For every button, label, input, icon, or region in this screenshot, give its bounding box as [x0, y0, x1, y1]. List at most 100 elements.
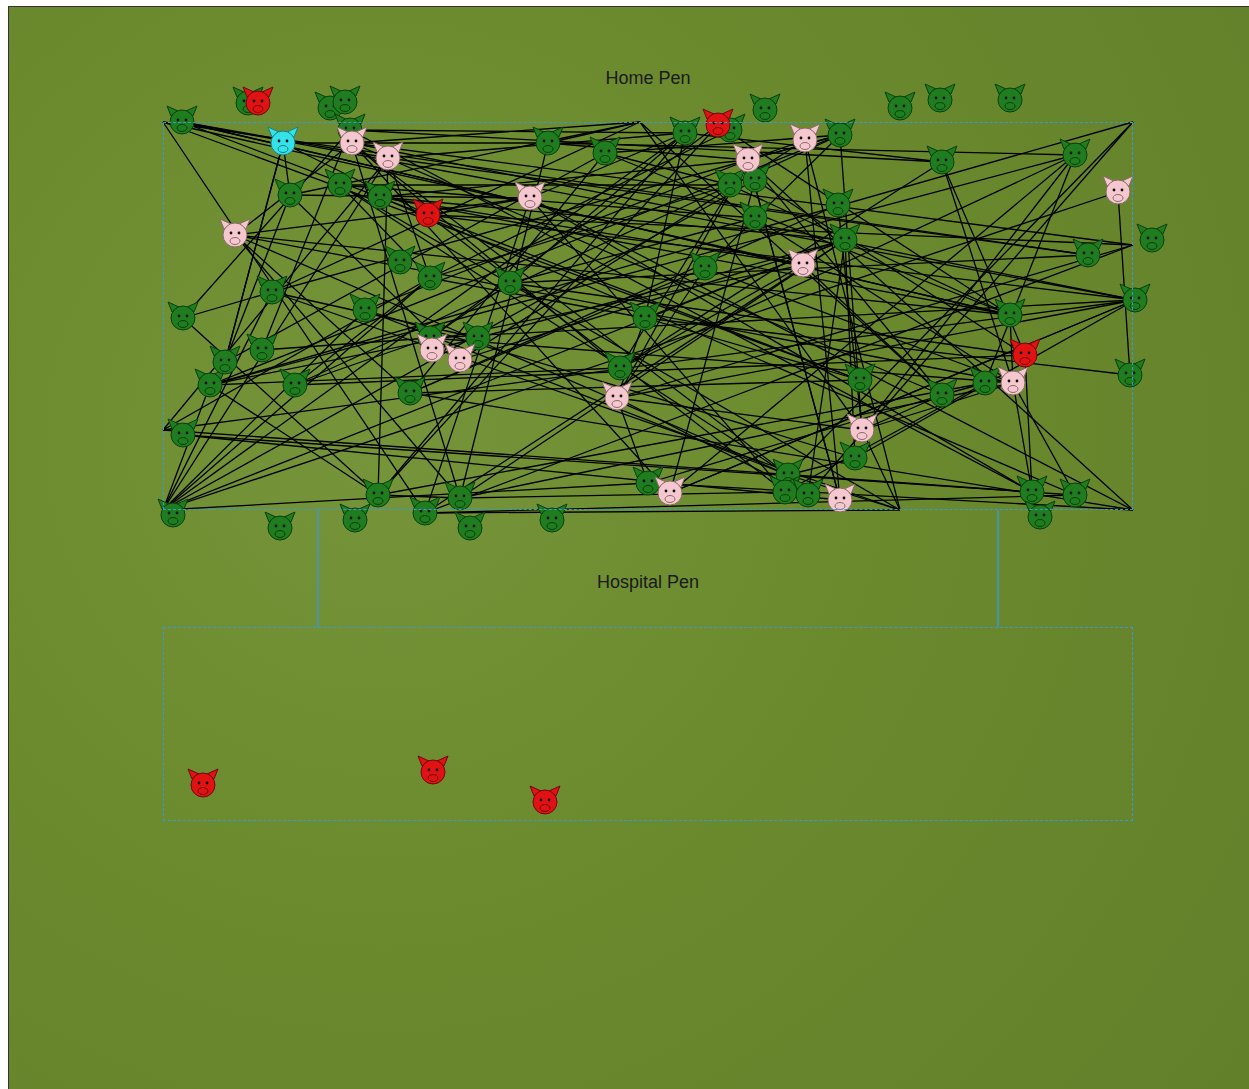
pig-head	[743, 206, 767, 230]
contact-line	[862, 395, 942, 430]
pig-eye	[643, 480, 646, 483]
corridor-wall	[997, 510, 999, 627]
healthy-pig	[340, 504, 370, 532]
healthy-pig	[415, 262, 445, 290]
pig-eye	[348, 99, 351, 102]
pig-snout	[335, 188, 345, 195]
contact-line	[670, 300, 1135, 493]
pig-snout	[1130, 303, 1140, 310]
pink-pig	[998, 367, 1028, 395]
pig-eye	[725, 182, 728, 185]
pig-eye	[358, 517, 361, 520]
healthy-pig	[363, 479, 393, 507]
pig-snout	[1147, 243, 1157, 250]
pig-eye	[935, 97, 938, 100]
pig-snout	[803, 498, 813, 505]
contact-line	[510, 283, 1025, 355]
pig-eye	[425, 335, 428, 338]
pig-head	[796, 483, 820, 507]
pig-snout	[855, 383, 865, 390]
pig-eye	[548, 799, 551, 802]
pig-snout	[725, 188, 735, 195]
pig-snout	[455, 363, 465, 370]
contact-line	[352, 143, 1133, 245]
corridor-wall	[317, 510, 319, 627]
contact-line	[460, 492, 785, 498]
pig-snout	[835, 138, 845, 145]
pink-pig	[417, 334, 447, 362]
healthy-pig	[1137, 224, 1167, 252]
pig-eye	[1005, 312, 1008, 315]
pig-eye	[186, 315, 189, 318]
pig-head	[736, 148, 760, 172]
pig-snout	[373, 498, 383, 505]
contact-line	[235, 235, 460, 498]
pig-eye	[265, 347, 268, 350]
pig-eye	[945, 159, 948, 162]
healthy-pig	[750, 94, 780, 122]
pig-snout	[713, 128, 723, 135]
healthy-pig	[630, 302, 660, 330]
pig-eye	[238, 232, 241, 235]
pig-eye	[383, 194, 386, 197]
pen-region: Home Pen	[163, 122, 1133, 510]
pig-head	[1063, 143, 1087, 167]
contact-line	[380, 197, 803, 265]
pig-eye	[1091, 252, 1094, 255]
pig-head	[376, 146, 400, 170]
pig-eye	[391, 155, 394, 158]
healthy-pig	[385, 246, 415, 274]
pig-head	[498, 271, 522, 295]
pig-snout	[857, 433, 867, 440]
healthy-pig	[1073, 239, 1103, 267]
sick-pig	[418, 756, 448, 784]
contact-line	[862, 430, 900, 510]
pig-eye	[206, 782, 209, 785]
contact-line	[183, 318, 378, 495]
pig-eye	[345, 127, 348, 130]
pig-head	[793, 128, 817, 152]
pig-head	[930, 150, 954, 174]
pig-snout	[420, 516, 430, 523]
pink-pig	[337, 127, 367, 155]
pink-pig	[847, 414, 877, 442]
pig-eye	[178, 315, 181, 318]
pig-head	[536, 131, 560, 155]
pig-head	[223, 223, 247, 247]
pig-snout	[643, 486, 653, 493]
contact-line	[340, 185, 430, 278]
pig-snout	[257, 353, 267, 360]
pink-pig	[788, 249, 818, 277]
pig-eye	[455, 357, 458, 360]
pig-snout	[935, 103, 945, 110]
pig-head	[998, 88, 1022, 112]
pig-head	[343, 508, 367, 532]
pig-eye	[423, 212, 426, 215]
contact-line	[290, 195, 530, 198]
healthy-pig	[1017, 476, 1047, 504]
pig-head	[850, 418, 874, 442]
sick-pig	[188, 769, 218, 797]
pig-eye	[751, 157, 754, 160]
contact-line	[942, 162, 1013, 383]
contact-line	[235, 143, 352, 235]
healthy-pig	[925, 84, 955, 112]
pig-head	[826, 193, 850, 217]
pink-pig	[373, 142, 403, 170]
pig-head	[191, 773, 215, 797]
healthy-pig	[927, 146, 957, 174]
pink-pig	[655, 477, 685, 505]
pen-label: Home Pen	[605, 68, 690, 88]
pig-snout	[1070, 498, 1080, 505]
pig-eye	[673, 490, 676, 493]
pink-pig	[602, 382, 632, 410]
pig-head	[1076, 243, 1100, 267]
contact-line	[718, 125, 1010, 315]
pig-snout	[383, 161, 393, 168]
pig-eye	[433, 275, 436, 278]
healthy-pig	[1120, 284, 1150, 312]
pig-eye	[833, 202, 836, 205]
sick-pig	[413, 199, 443, 227]
contact-line	[350, 130, 942, 162]
healthy-pig	[1025, 501, 1055, 529]
